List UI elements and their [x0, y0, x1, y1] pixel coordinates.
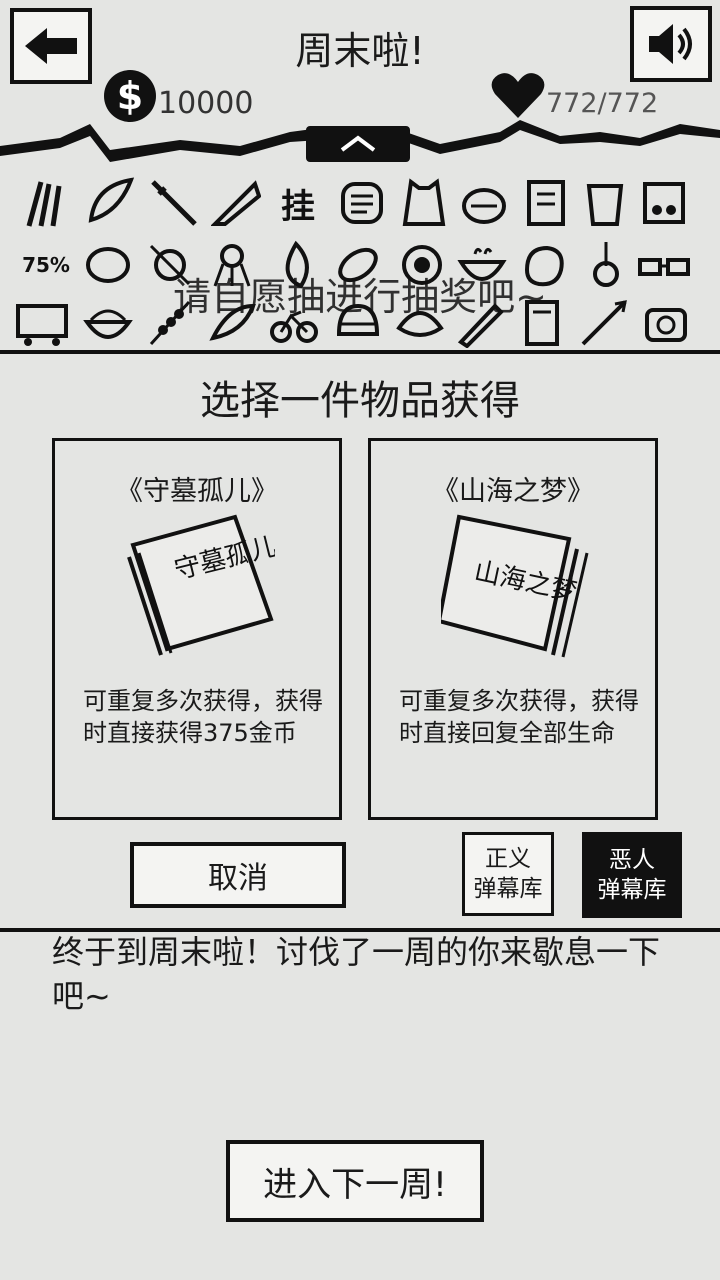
pie-icon [456, 176, 512, 230]
book-art-icon: 山海之梦 [441, 514, 589, 658]
skewer-icon [142, 296, 198, 350]
sticks-icon [16, 176, 72, 230]
divider [0, 928, 720, 932]
coin-count: 10000 [158, 86, 254, 121]
coin-icon: $ [104, 70, 156, 122]
card-description: 可重复多次获得，获得时直接获得375金币 [83, 687, 323, 747]
back-arrow-icon [25, 28, 77, 64]
card-title: 《守墓孤儿》 [116, 476, 278, 507]
next-week-button[interactable]: 进入下一周! [226, 1140, 484, 1222]
book-icon [514, 296, 570, 350]
spear-icon [576, 296, 632, 350]
leaf-blade-icon [82, 174, 138, 228]
rice-bowl-icon [80, 296, 136, 350]
item-card-2[interactable]: 《山海之梦》 山海之梦 可重复多次获得，获得时直接回复全部生命 [368, 438, 658, 820]
glasses-icon [636, 238, 692, 292]
sword-icon [146, 176, 202, 230]
collapse-tab[interactable] [306, 126, 410, 162]
scroll-icon [518, 176, 574, 230]
cup-icon [578, 176, 634, 230]
vest-icon [396, 176, 452, 230]
dumpling-icon [392, 296, 448, 350]
card-title: 《山海之梦》 [432, 476, 594, 507]
shelf-ridge [0, 120, 720, 162]
spider-icon [204, 238, 260, 292]
percent-tag-icon: 75% [22, 253, 70, 277]
back-button[interactable] [10, 8, 92, 84]
helmet-icon [330, 296, 386, 350]
divider [0, 350, 720, 354]
fish-icon [206, 296, 262, 350]
hp-value: 772/772 [546, 88, 659, 119]
bicycle-icon [266, 296, 322, 350]
page-title: 周末啦! [295, 29, 425, 73]
button-label: 弹幕库 [473, 876, 543, 902]
button-label: 恶人 [609, 847, 655, 873]
heart-icon [491, 73, 545, 118]
choose-title: 选择一件物品获得 [200, 378, 520, 424]
camera-icon [638, 296, 694, 350]
cancel-button[interactable]: 取消 [130, 842, 346, 908]
item-shelf: 挂 75% [0, 172, 720, 352]
machine-icon [14, 296, 70, 350]
amulet-icon [142, 238, 198, 292]
shelf-prompt: 请自愿抽进行抽奖吧~ [173, 275, 547, 319]
yoyo-icon [578, 238, 634, 292]
item-card-1[interactable]: 《守墓孤儿》 守墓孤儿 可重复多次获得，获得时直接获得375金币 [52, 438, 342, 820]
horn-icon [208, 176, 264, 230]
pot-icon [394, 238, 450, 292]
gua-icon: 挂 [281, 186, 315, 227]
flame-icon [268, 238, 324, 292]
brush-icon [452, 296, 508, 350]
speaker-icon [649, 24, 692, 64]
radio-icon [636, 176, 692, 230]
evil-danmaku-button[interactable]: 恶人 弹幕库 [582, 832, 682, 918]
justice-danmaku-button[interactable]: 正义 弹幕库 [462, 832, 554, 916]
button-label: 正义 [485, 846, 531, 872]
card-description: 可重复多次获得，获得时直接回复全部生命 [399, 687, 639, 747]
chevron-up-icon [340, 135, 376, 152]
button-label: 弹幕库 [597, 877, 667, 903]
dialogue-text: 终于到周末啦！讨伐了一周的你来歇息一下吧~ [52, 933, 661, 1015]
book-art-icon: 守墓孤儿 [127, 514, 275, 656]
fist-icon [516, 238, 572, 292]
bowl-icon [454, 238, 510, 292]
bread-icon [334, 176, 390, 230]
sound-button[interactable] [630, 6, 712, 82]
shell-icon [80, 238, 136, 292]
corn-icon [330, 238, 386, 292]
